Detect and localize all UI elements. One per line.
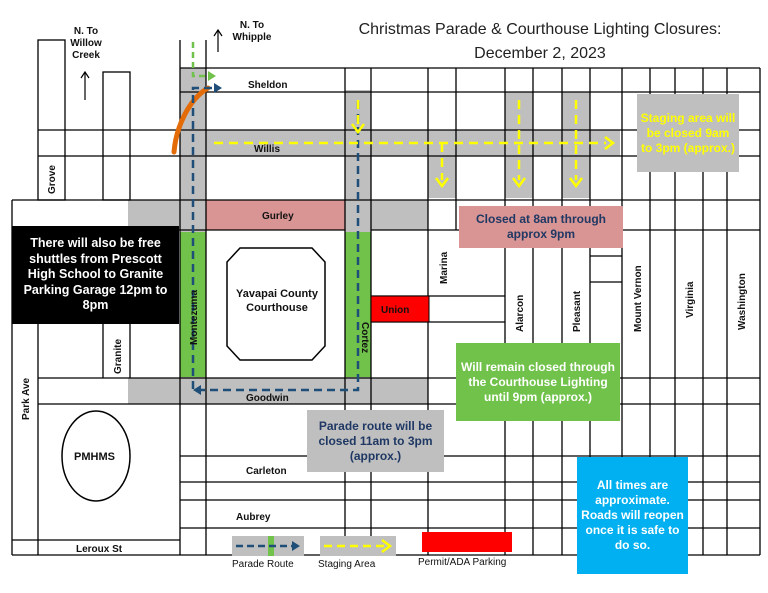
staging-arrowheads <box>351 123 616 189</box>
lighting-closed-note: Will remain closed through the Courthous… <box>456 343 620 421</box>
legend-staging-sample <box>320 536 396 556</box>
label-pleasant: Pleasant <box>572 290 583 332</box>
title-line-2: December 2, 2023 <box>474 45 606 62</box>
courthouse-block <box>226 247 326 361</box>
courthouse-label: Yavapai County Courthouse <box>236 288 318 314</box>
label-sheldon: Sheldon <box>248 80 287 91</box>
title-line-1: Christmas Parade & Courthouse Lighting C… <box>358 21 722 38</box>
label-leroux: Leroux St <box>76 544 123 555</box>
union-permit-parking <box>370 295 430 323</box>
legend-parade-sample <box>232 536 304 556</box>
page-title: Christmas Parade & Courthouse Lighting C… <box>320 18 760 66</box>
label-goodwin: Goodwin <box>246 393 289 404</box>
legend-permit-sample <box>422 532 512 552</box>
north-arrows <box>80 28 223 100</box>
parade-closed-note: Parade route will be closed 11am to 3pm … <box>307 410 444 472</box>
pmhms-oval <box>61 410 131 502</box>
green-staging-arrow <box>208 71 216 81</box>
staging-area-dashes <box>214 100 606 180</box>
legend-parade-label: Parade Route <box>232 559 294 570</box>
label-granite: Granite <box>113 339 124 374</box>
label-virginia: Virginia <box>685 281 696 318</box>
label-willis: Willis <box>254 144 280 155</box>
shuttle-note: There will also be free shuttles from Pr… <box>12 226 179 324</box>
label-mount-vernon: Mount Vernon <box>633 265 644 332</box>
label-marina: Marina <box>439 251 450 284</box>
legend-staging-label: Staging Area <box>318 559 376 570</box>
label-cortez: Cortez <box>359 322 370 353</box>
gurley-closed-note: Closed at 8am through approx 9pm <box>459 206 623 248</box>
label-grove: Grove <box>47 165 58 194</box>
green-staging-line <box>191 42 208 78</box>
gurley-pink-closure <box>206 200 345 230</box>
parade-route-arrow-west <box>193 385 201 395</box>
north-whipple-label: N. To Whipple <box>232 20 272 43</box>
legend-permit-label: Permit/ADA Parking <box>418 557 507 568</box>
label-montezuma: Montezuma <box>189 290 200 345</box>
label-washington: Washington <box>737 273 748 330</box>
staging-closed-note: Staging area will be closed 9am to 3pm (… <box>637 94 739 172</box>
approximate-note: All times are approximate. Roads will re… <box>577 457 688 574</box>
parade-route-arrow-east <box>214 83 222 93</box>
label-pmhms: PMHMS <box>74 451 115 463</box>
label-alarcon: Alarcon <box>515 295 526 332</box>
label-carleton: Carleton <box>246 466 287 477</box>
label-aubrey: Aubrey <box>236 512 271 523</box>
street-labels: Sheldon Willis Gurley Goodwin Carleton A… <box>21 80 748 555</box>
north-willow-creek-label: N. To Willow Creek <box>70 26 102 61</box>
label-park-ave: Park Ave <box>21 377 32 420</box>
label-union: Union <box>381 305 409 316</box>
orange-entry-path <box>171 85 211 155</box>
label-gurley: Gurley <box>262 211 294 222</box>
